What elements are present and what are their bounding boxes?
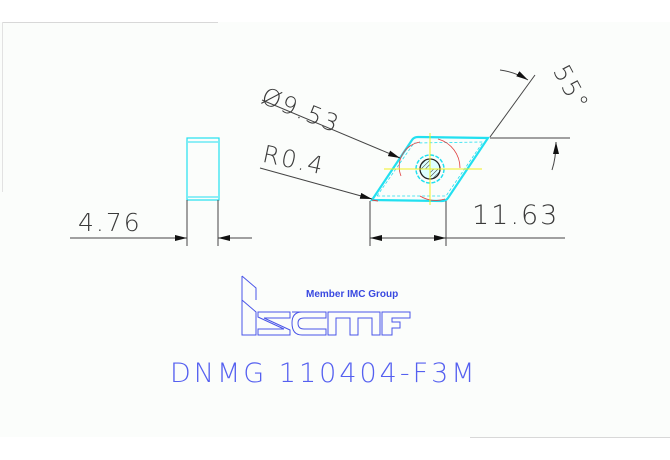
frame-border-top	[2, 22, 218, 23]
top-view	[369, 133, 491, 205]
frame-border-bottom	[470, 437, 670, 438]
logo-tagline: Member IMC Group	[306, 289, 399, 300]
thickness-dimension: 4.76	[78, 208, 142, 237]
frame-border-left	[2, 22, 3, 192]
length-dimension: 11.63	[472, 200, 560, 231]
drawing-canvas	[0, 22, 670, 437]
insert-designation: DNMG 110404-F3M	[170, 358, 478, 389]
iscar-logo	[241, 275, 411, 336]
side-view	[70, 137, 252, 246]
dimension-lines	[259, 69, 570, 246]
